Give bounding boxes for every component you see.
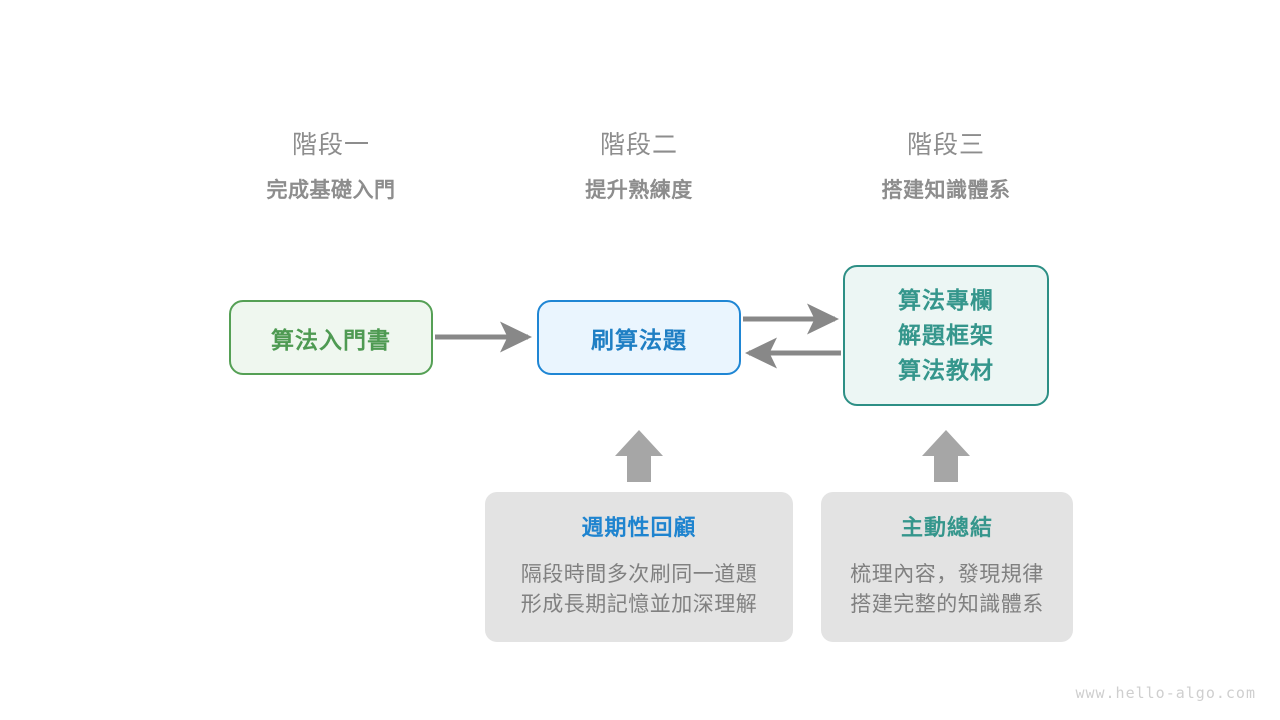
stage-1-title: 階段一 <box>291 131 370 159</box>
watermark: www.hello-algo.com <box>1075 684 1256 702</box>
node-resources-line-2: 解題框架 <box>898 322 994 348</box>
arrow-review-up <box>615 430 663 482</box>
tip-summary-title: 主動總結 <box>900 515 993 540</box>
stage-3-subtitle: 搭建知識體系 <box>881 179 1011 202</box>
stage-3-title: 階段三 <box>906 131 985 159</box>
node-intro-book-label: 算法入門書 <box>271 326 391 353</box>
stage-header-2: 階段二 提升熟練度 <box>489 128 789 206</box>
tip-review-body-line-1: 隔段時間多次刷同一道題 <box>520 563 758 586</box>
node-practice-problems-label: 刷算法題 <box>591 326 687 353</box>
node-learning-resources[interactable]: 算法專欄 解題框架 算法教材 <box>843 265 1049 406</box>
node-resources-line-3: 算法教材 <box>898 357 994 383</box>
node-resources-line-1: 算法專欄 <box>898 287 994 313</box>
tip-review-title: 週期性回顧 <box>581 515 697 540</box>
tip-review-body-line-2: 形成長期記憶並加深理解 <box>520 593 758 616</box>
stage-2-subtitle: 提升熟練度 <box>585 179 693 202</box>
node-intro-book[interactable]: 算法入門書 <box>229 300 433 375</box>
tip-review-body: 隔段時間多次刷同一道題 形成長期記憶並加深理解 <box>521 560 758 620</box>
stage-2-title: 階段二 <box>599 131 678 159</box>
tip-summary-body-line-1: 梳理內容，發現規律 <box>850 563 1044 586</box>
tip-box-active-summary[interactable]: 主動總結 梳理內容，發現規律 搭建完整的知識體系 <box>821 492 1073 642</box>
stage-1-subtitle: 完成基礎入門 <box>266 179 396 202</box>
arrow-summary-up <box>922 430 970 482</box>
node-practice-problems[interactable]: 刷算法題 <box>537 300 741 375</box>
tip-box-periodic-review[interactable]: 週期性回顧 隔段時間多次刷同一道題 形成長期記憶並加深理解 <box>485 492 793 642</box>
tip-summary-body: 梳理內容，發現規律 搭建完整的知識體系 <box>850 560 1044 620</box>
stage-header-3: 階段三 搭建知識體系 <box>796 128 1096 206</box>
stage-header-1: 階段一 完成基礎入門 <box>181 128 481 206</box>
tip-summary-body-line-2: 搭建完整的知識體系 <box>850 593 1044 616</box>
